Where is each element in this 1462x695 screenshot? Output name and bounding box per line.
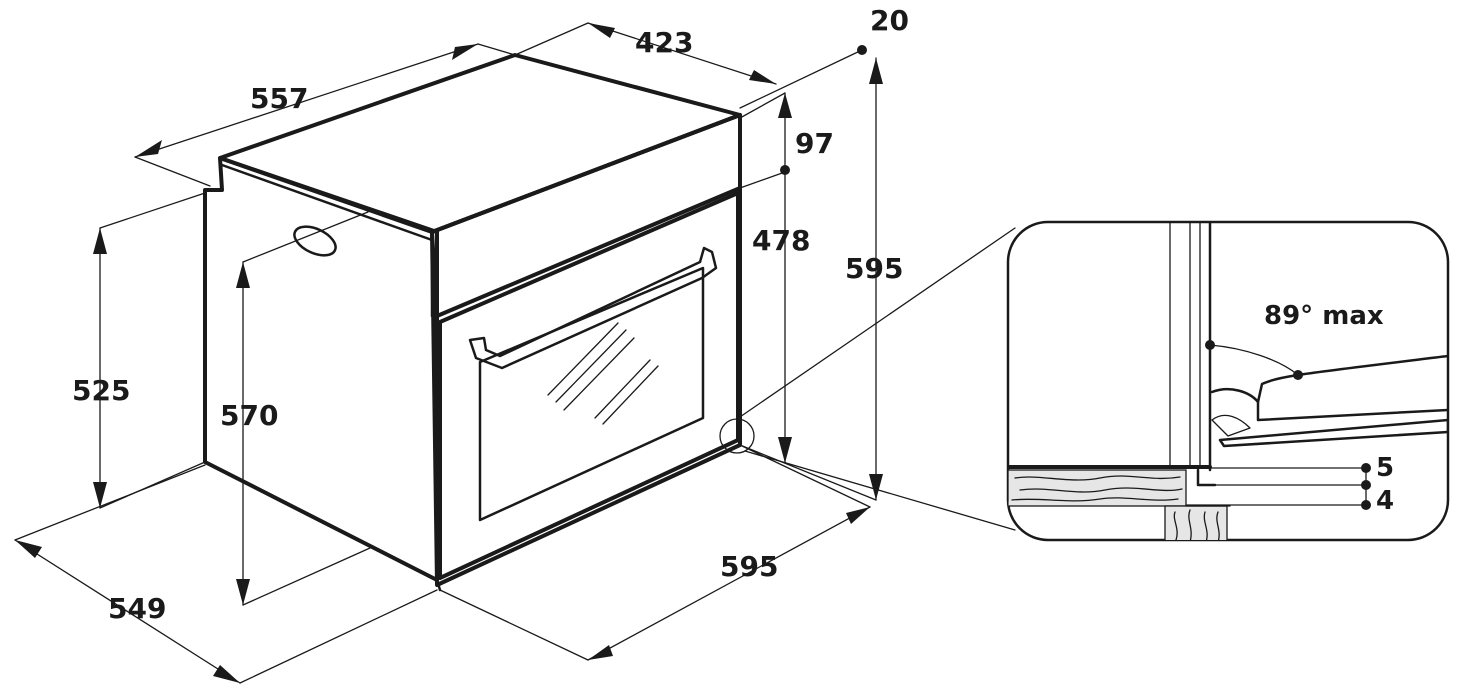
label-gap-bottom: 4	[1376, 486, 1394, 516]
dimension-labels: 557 423 20 97 478 595 525 570 549 595 89…	[72, 4, 1394, 625]
label-overall-height: 595	[845, 252, 903, 285]
dimension-lines	[14, 22, 883, 684]
label-cavity-height: 570	[220, 399, 278, 432]
label-top-depth: 557	[250, 82, 308, 115]
label-front-width: 595	[720, 550, 778, 583]
label-gap-top: 5	[1376, 453, 1394, 483]
label-door-opening-height: 478	[752, 224, 810, 257]
label-frame-thickness: 20	[870, 4, 909, 37]
label-door-angle: 89° max	[1264, 301, 1384, 331]
label-overall-depth: 549	[108, 592, 166, 625]
oven-body	[203, 53, 742, 592]
detail-callout	[719, 220, 1450, 542]
label-side-height: 525	[72, 374, 130, 407]
label-control-panel-height: 97	[795, 127, 834, 160]
label-top-width: 423	[635, 26, 693, 59]
